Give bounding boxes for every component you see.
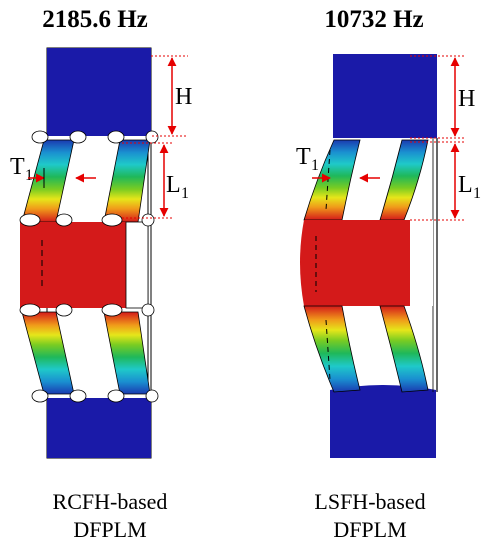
right-t-subscript: 1 (311, 157, 319, 174)
left-caption-line1: RCFH-based (52, 489, 168, 514)
right-center-mark-bottom (325, 319, 331, 381)
right-t-label: T (296, 144, 311, 170)
left-notches (19, 130, 159, 403)
left-center-gap (125, 221, 149, 309)
left-caption-line2: DFPLM (73, 517, 147, 542)
right-caption-line2: DFPLM (333, 517, 407, 542)
left-frequency-label: 2185.6 Hz (42, 6, 148, 33)
right-bottom-block (330, 385, 436, 458)
right-top-right-spring (379, 139, 429, 221)
left-center-block (20, 222, 126, 308)
right-caption-line1: LSFH-based (314, 489, 426, 514)
right-l-subscript: 1 (473, 185, 481, 202)
left-l-label: L (166, 172, 181, 198)
left-caption: RCFH-based DFPLM (0, 488, 220, 544)
right-bottom-left-spring (303, 305, 361, 393)
right-l-label: L (458, 172, 473, 198)
right-center-block (300, 220, 413, 306)
left-figure: 2185.6 Hz (10, 6, 192, 459)
left-t-subscript: 1 (25, 167, 33, 184)
right-center-gap (410, 220, 433, 306)
left-t-label: T (10, 154, 25, 180)
left-top-block (47, 48, 151, 136)
right-frequency-label: 10732 Hz (324, 6, 423, 33)
left-right-rail (147, 135, 152, 399)
left-h-label: H (175, 84, 192, 110)
right-bottom-right-spring (379, 305, 429, 393)
right-top-left-spring (303, 139, 361, 221)
right-h-label: H (458, 86, 475, 112)
right-caption: LSFH-based DFPLM (248, 488, 492, 544)
left-l-subscript: 1 (181, 185, 189, 202)
left-bottom-block (47, 398, 151, 458)
right-top-block (333, 54, 437, 138)
right-figure: 10732 Hz H L 1 T 1 (296, 6, 481, 458)
